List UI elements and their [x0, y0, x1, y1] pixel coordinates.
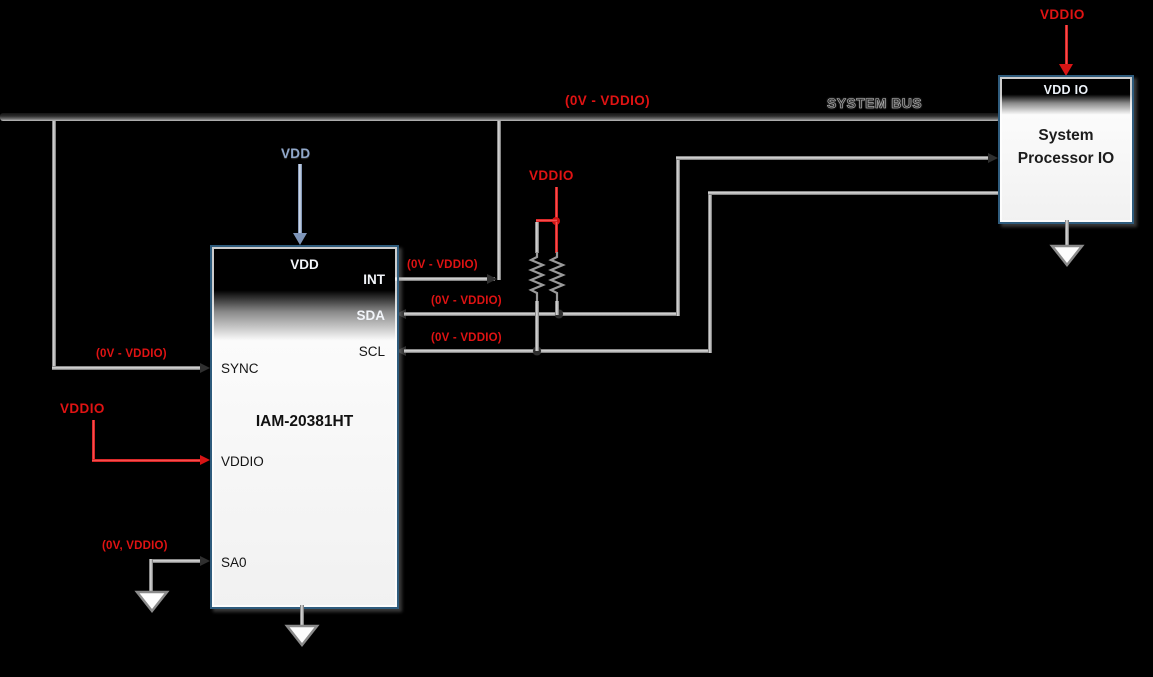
scl-wire-v	[708, 191, 712, 353]
bus-to-int-wire	[497, 118, 501, 280]
scl-wire-h	[404, 349, 712, 353]
pullup-right-drop-wire	[555, 222, 558, 253]
pullup-left-bottom-wire	[535, 301, 539, 351]
scl-wire-top	[708, 191, 998, 195]
vddio-supply-wire-v	[92, 420, 95, 461]
iam-ground-icon	[284, 624, 320, 648]
iam-pin-vdd: VDD	[290, 257, 319, 272]
iam-20381ht-box: VDD INT SDA SCL SYNC IAM-20381HT VDDIO S…	[210, 245, 399, 609]
pullup-resistor-scl-icon	[528, 252, 546, 302]
processor-pin-vddio-header: VDD IO	[1043, 83, 1089, 97]
sda-junction-dot	[555, 310, 563, 318]
vdd-arrowhead-icon	[293, 233, 307, 245]
iam-ground-wire	[300, 605, 304, 625]
iam-pin-scl: SCL	[358, 344, 385, 359]
processor-vddio-arrowhead-icon	[1059, 64, 1073, 76]
vdd-supply-wire	[298, 164, 302, 234]
iam-pin-vddio: VDDIO	[221, 454, 264, 469]
bus-to-sync-wire	[52, 118, 56, 370]
sda-wire-v	[676, 156, 680, 316]
processor-title-line2: Processor IO	[1017, 150, 1115, 167]
int-level-label: (0V - VDDIO)	[407, 259, 478, 271]
scl-arrowhead-left-icon	[396, 346, 406, 356]
processor-ground-icon	[1049, 244, 1085, 268]
vddio-arrowhead-icon	[200, 455, 210, 465]
iam-pin-int: INT	[363, 272, 385, 287]
scl-level-label: (0V - VDDIO)	[431, 332, 502, 344]
sda-wire-h	[404, 312, 679, 316]
processor-title-line1: System	[1038, 127, 1094, 144]
sda-wire-top	[676, 156, 990, 160]
sync-wire	[52, 366, 200, 370]
system-bus-label: SYSTEM BUS	[827, 95, 923, 112]
iam-vdd-supply-label: VDD	[281, 146, 311, 161]
sda-arrowhead-left-icon	[396, 309, 406, 319]
iam-vddio-supply-label: VDDIO	[60, 401, 105, 416]
sa0-ground-icon	[134, 590, 170, 614]
sync-level-label: (0V - VDDIO)	[96, 348, 167, 360]
sa0-wire-h	[149, 559, 201, 563]
int-arrowhead-icon	[487, 274, 497, 284]
sync-arrowhead-icon	[200, 363, 210, 373]
pullup-branch-wire	[536, 219, 557, 222]
iam-pin-sa0: SA0	[221, 555, 247, 570]
bus-level-label: (0V - VDDIO)	[565, 93, 651, 108]
int-wire	[395, 277, 495, 281]
system-processor-io-box: VDD IO System Processor IO	[998, 75, 1134, 224]
sa0-level-label: (0V, VDDIO)	[102, 540, 168, 552]
iam-title: IAM-20381HT	[255, 413, 354, 430]
scl-junction-dot	[533, 347, 541, 355]
iam-pin-sync: SYNC	[221, 361, 259, 376]
processor-vddio-supply-label: VDDIO	[1040, 7, 1085, 22]
vddio-supply-wire-h	[92, 459, 200, 462]
sa0-arrowhead-icon	[200, 556, 210, 566]
pullup-left-drop-wire	[535, 222, 539, 253]
sda-arrowhead-right-icon	[988, 153, 998, 163]
processor-ground-wire	[1065, 220, 1069, 245]
sa0-wire-v	[149, 559, 153, 591]
system-bus-line	[0, 113, 1000, 121]
pullup-feed-wire	[555, 187, 558, 222]
pullup-resistor-sda-icon	[548, 252, 566, 302]
sda-level-label: (0V - VDDIO)	[431, 295, 502, 307]
processor-vddio-wire	[1065, 25, 1068, 66]
iam-pin-sda: SDA	[356, 308, 385, 323]
pullup-vddio-label: VDDIO	[529, 168, 574, 183]
pullup-right-bottom-wire	[555, 301, 559, 315]
